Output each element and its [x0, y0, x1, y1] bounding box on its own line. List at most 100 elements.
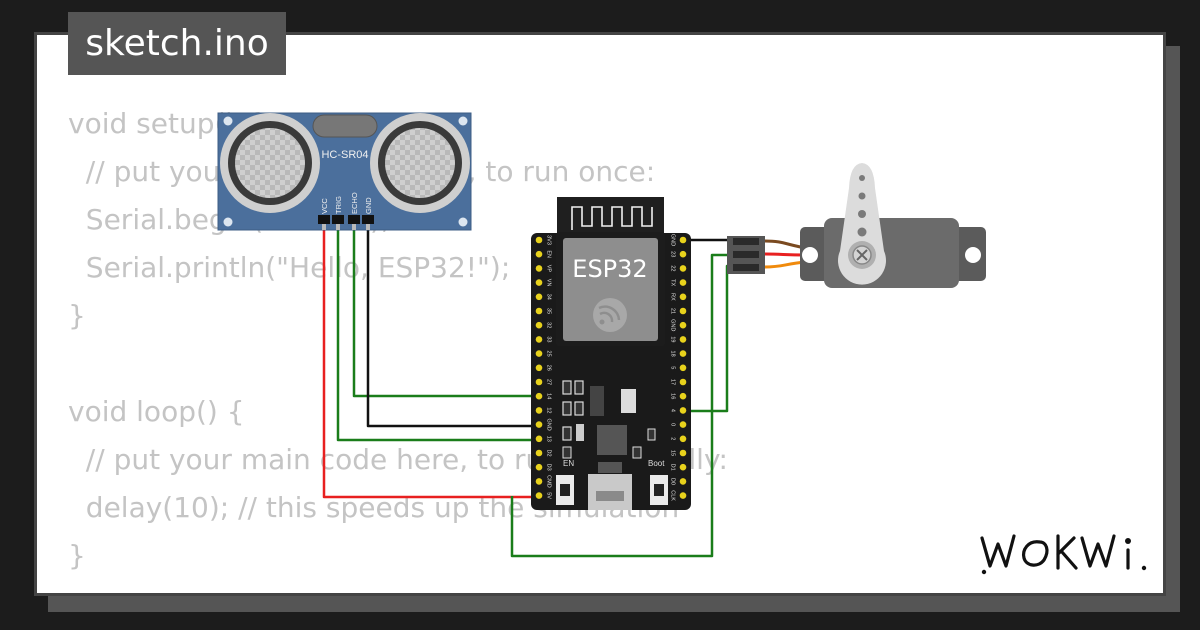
wire-echo-green[interactable]: [352, 228, 538, 398]
pin-label: RX: [670, 293, 676, 301]
sensor-label: HC-SR04: [321, 149, 368, 161]
pin-pad[interactable]: [535, 407, 543, 414]
left-pin-header: 3V3ENVPVN343532332526271412GND13D2D3CMD5…: [535, 235, 552, 499]
en-button[interactable]: EN: [556, 459, 574, 505]
pin-pad[interactable]: [535, 279, 543, 286]
pin-label: 26: [546, 365, 552, 371]
code-line: void loop() {: [68, 395, 245, 428]
pin-pad[interactable]: [535, 492, 543, 499]
sensor-pin-label: ECHO: [350, 192, 359, 214]
wire-servo-vcc-green[interactable]: [510, 253, 730, 558]
pin-pad[interactable]: [679, 293, 687, 301]
pin-pad[interactable]: [535, 392, 543, 400]
pin-label: 17: [670, 379, 676, 385]
pin-pad[interactable]: [535, 478, 543, 485]
pin-label: 21: [670, 308, 676, 314]
wire-vcc-red[interactable]: [322, 228, 538, 499]
pin-pad[interactable]: [679, 435, 687, 443]
pin-label: VN: [546, 279, 552, 287]
pin-label: 14: [546, 393, 552, 399]
pin-pad[interactable]: [679, 378, 687, 386]
servo-horn-icon: [838, 163, 886, 285]
pin-pad[interactable]: [535, 435, 543, 443]
pin-pad[interactable]: [535, 236, 543, 244]
pin-pad[interactable]: [535, 463, 543, 471]
sensor-pin-label: VCC: [320, 198, 329, 214]
pin-label: 34: [546, 294, 552, 300]
pin-pad[interactable]: [679, 265, 687, 272]
pin-pad[interactable]: [679, 336, 687, 343]
code-line: }: [68, 299, 86, 332]
code-line: Serial.println("Hello, ESP32!");: [68, 251, 511, 284]
pin-label: 12: [546, 407, 552, 413]
ultrasonic-sensor[interactable]: HC-SR04 VCC TRIG ECHO GND: [217, 112, 472, 231]
en-button-label: EN: [563, 459, 574, 468]
boot-button-label: Boot: [648, 459, 665, 468]
pin-pad[interactable]: [535, 293, 543, 301]
pin-pad[interactable]: [679, 449, 687, 457]
pin-label: GND: [670, 319, 676, 331]
pin-label: 5V: [546, 492, 552, 499]
pin-pad[interactable]: [679, 250, 687, 258]
pin-label: 4: [670, 409, 676, 412]
pin-pad[interactable]: [679, 307, 687, 315]
pin-pad[interactable]: [679, 463, 687, 471]
pin-label: 32: [546, 322, 552, 328]
pin-pad[interactable]: [535, 265, 543, 272]
pin-pad[interactable]: [679, 478, 687, 485]
pin-pad[interactable]: [535, 336, 543, 343]
pin-label: TX: [670, 279, 676, 286]
pin-pad[interactable]: [535, 307, 543, 315]
pin-pad[interactable]: [679, 236, 687, 244]
pin-label: 15: [670, 450, 676, 456]
usb-port[interactable]: [588, 474, 632, 510]
pin-pad[interactable]: [535, 449, 543, 457]
pin-pad[interactable]: [679, 321, 687, 329]
pin-label: 35: [546, 308, 552, 314]
servo-motor[interactable]: [727, 163, 986, 288]
wokwi-logo: [980, 534, 1147, 575]
sensor-pin-label: TRIG: [334, 196, 343, 214]
espressif-logo-icon: [593, 298, 627, 332]
antenna-trace: [571, 206, 653, 230]
wire-gnd-black[interactable]: [366, 228, 538, 428]
pin-pad[interactable]: [679, 407, 687, 414]
pin-label: GND: [546, 418, 552, 430]
code-line: }: [68, 539, 86, 572]
pin-label: 13: [546, 436, 552, 442]
transducer-left: [220, 113, 320, 213]
pin-pad[interactable]: [679, 350, 687, 357]
pin-pad[interactable]: [679, 392, 687, 400]
pin-label: VP: [546, 265, 552, 273]
transducer-right: [370, 113, 470, 213]
pin-label: 0: [670, 423, 676, 426]
pin-label: EN: [546, 250, 552, 258]
pin-pad[interactable]: [679, 492, 687, 499]
pin-label: D3: [546, 464, 552, 471]
pin-label: D1: [670, 464, 676, 471]
pin-label: 3V3: [546, 235, 552, 245]
file-tab-sketch[interactable]: sketch.ino: [68, 12, 286, 75]
pin-pad[interactable]: [679, 279, 687, 286]
pin-label: CMD: [546, 475, 552, 488]
pin-label: 33: [546, 336, 552, 342]
boot-button[interactable]: Boot: [648, 459, 668, 505]
pin-label: 25: [546, 351, 552, 357]
pin-label: 23: [670, 251, 676, 257]
esp32-board[interactable]: ESP32 EN Boot: [531, 197, 691, 510]
pin-pad[interactable]: [535, 421, 543, 428]
pin-pad[interactable]: [535, 321, 543, 329]
wire-trig-green[interactable]: [336, 228, 538, 442]
pin-pad[interactable]: [535, 364, 543, 372]
pin-pad[interactable]: [535, 250, 543, 258]
pin-label: D2: [546, 449, 552, 456]
pin-label: 5: [670, 366, 676, 369]
pin-pad[interactable]: [679, 421, 687, 428]
smd-components: [562, 380, 656, 473]
pin-pad[interactable]: [535, 350, 543, 357]
pin-label: GND: [670, 234, 676, 246]
pin-pad[interactable]: [535, 378, 543, 386]
pin-pad[interactable]: [679, 364, 687, 372]
